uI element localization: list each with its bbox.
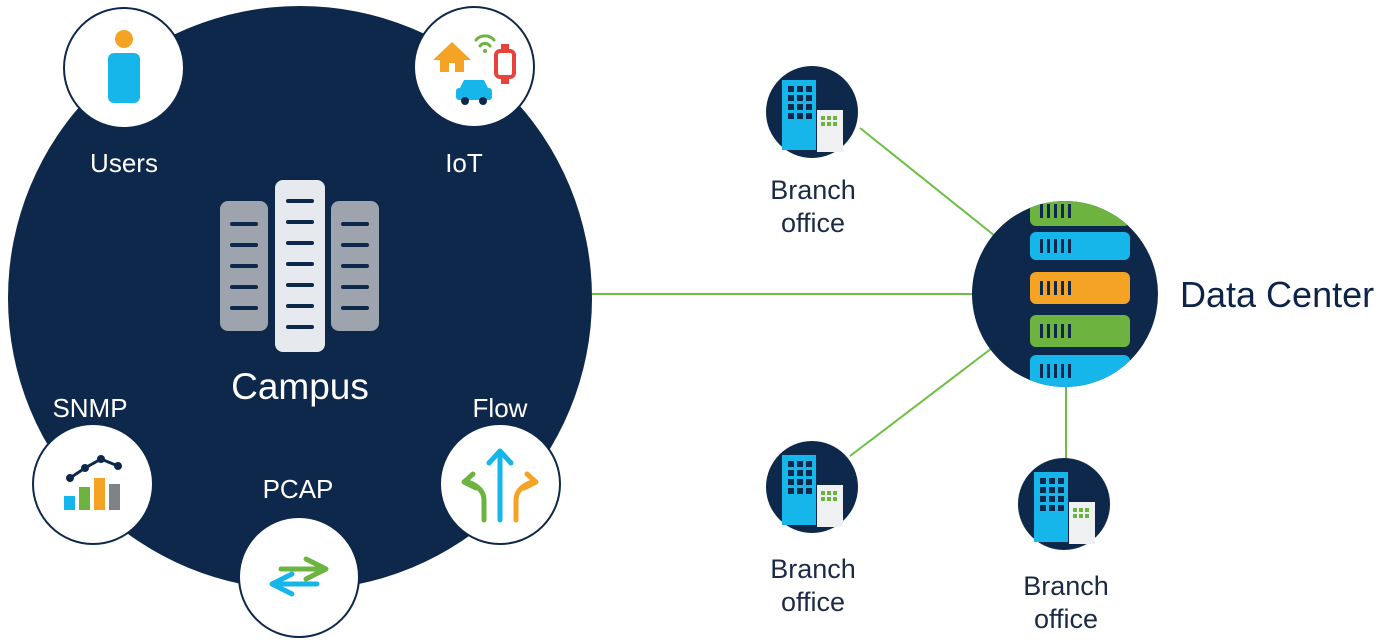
datacenter-label: Data Center (1180, 274, 1375, 315)
flow-label: Flow (472, 393, 528, 423)
users-label: Users (90, 148, 158, 178)
trend-line-icon (66, 455, 122, 482)
users-node (63, 7, 185, 129)
branch-icon-bottom-right (1018, 458, 1110, 550)
pcap-label: PCAP (262, 474, 334, 504)
user-icon-head (115, 30, 133, 48)
iot-node (413, 6, 535, 128)
house-icon (433, 42, 471, 72)
pcap-node (238, 516, 360, 638)
exchange-arrows-icon (269, 556, 329, 597)
branch-icon-bottom-left (766, 441, 858, 533)
bar-chart-icon (64, 478, 120, 510)
wifi-icon (474, 34, 496, 53)
campus-servers-icon (220, 180, 379, 352)
snmp-label: SNMP (52, 393, 128, 423)
campus-label: Campus (231, 366, 369, 407)
user-icon-body (108, 53, 140, 103)
watch-icon (494, 44, 516, 84)
datacenter-icon (972, 201, 1158, 387)
flow-node (439, 423, 561, 545)
link-branch-bottom-left (849, 344, 997, 457)
car-icon (456, 80, 492, 105)
branch-icon-top (766, 66, 858, 158)
snmp-node (32, 423, 154, 545)
diverging-arrows-icon (461, 448, 539, 523)
link-branch-top (859, 127, 1001, 241)
iot-label: IoT (445, 148, 483, 178)
